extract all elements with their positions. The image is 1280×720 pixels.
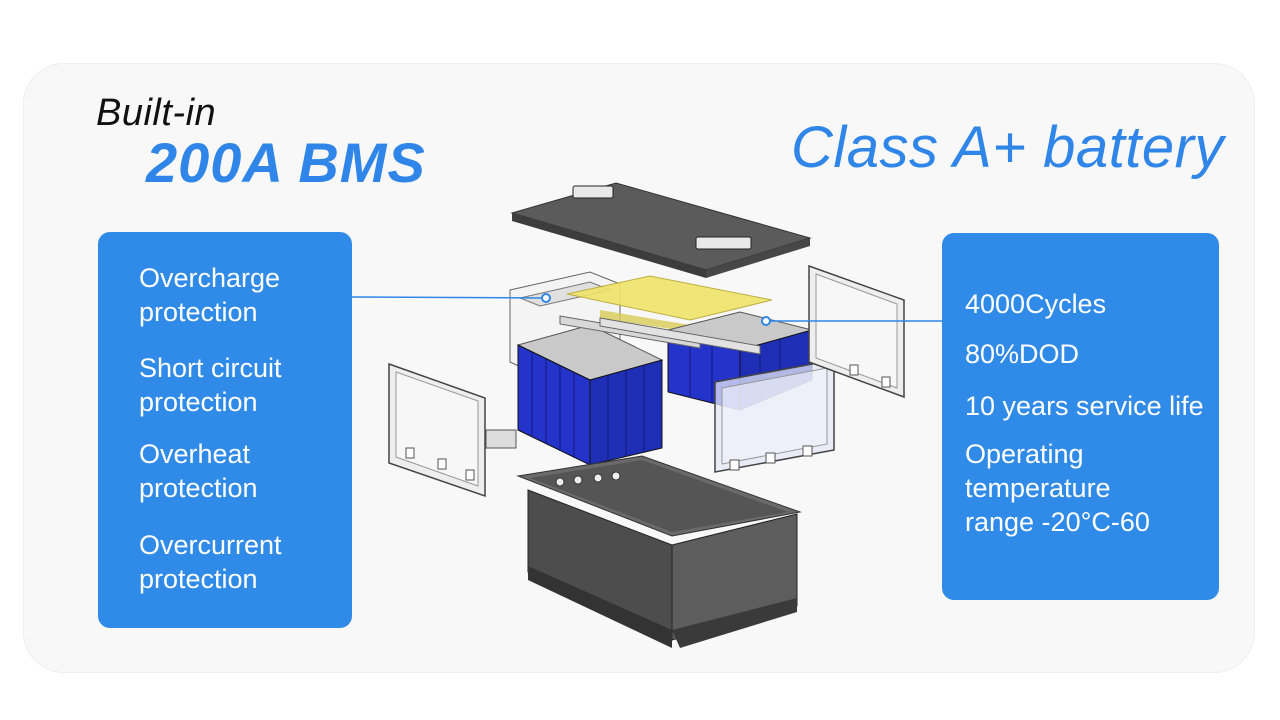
- pcb-sheet: [566, 275, 773, 332]
- right-callout-dot: [761, 316, 771, 326]
- overcharge-protection-item: Overcharge protection: [139, 263, 281, 327]
- protection-panel: Overcharge protection Short circuit prot…: [98, 232, 352, 628]
- overheat-protection-item: Overheat protection: [139, 439, 258, 503]
- front-side-panel: [714, 359, 835, 473]
- bottom-housing: [516, 455, 802, 648]
- left-side-panel: [388, 362, 486, 498]
- bms-title: 200A BMS: [146, 131, 426, 194]
- short-circuit-protection-item: Short circuit protection: [139, 353, 282, 417]
- overcurrent-protection-item: Overcurrent protection: [139, 530, 282, 594]
- service-life-item: 10 years service life: [965, 391, 1204, 421]
- battery-class-title: Class A+ battery: [791, 115, 1224, 180]
- left-callout-dot: [541, 293, 551, 303]
- top-lid: [510, 182, 812, 278]
- left-cell-bank: [516, 324, 664, 466]
- operating-temperature-item: Operating temperature range -20°C-60: [965, 439, 1150, 537]
- busbars: [559, 315, 761, 355]
- right-side-panel: [808, 264, 905, 399]
- cycles-item: 4000Cycles: [965, 289, 1107, 319]
- built-in-label: Built-in: [96, 92, 217, 134]
- dod-item: 80%DOD: [965, 339, 1080, 369]
- left-callout-line: [351, 296, 547, 299]
- battery-specs-panel: 4000Cycles 80%DOD 10 years service life …: [942, 233, 1219, 600]
